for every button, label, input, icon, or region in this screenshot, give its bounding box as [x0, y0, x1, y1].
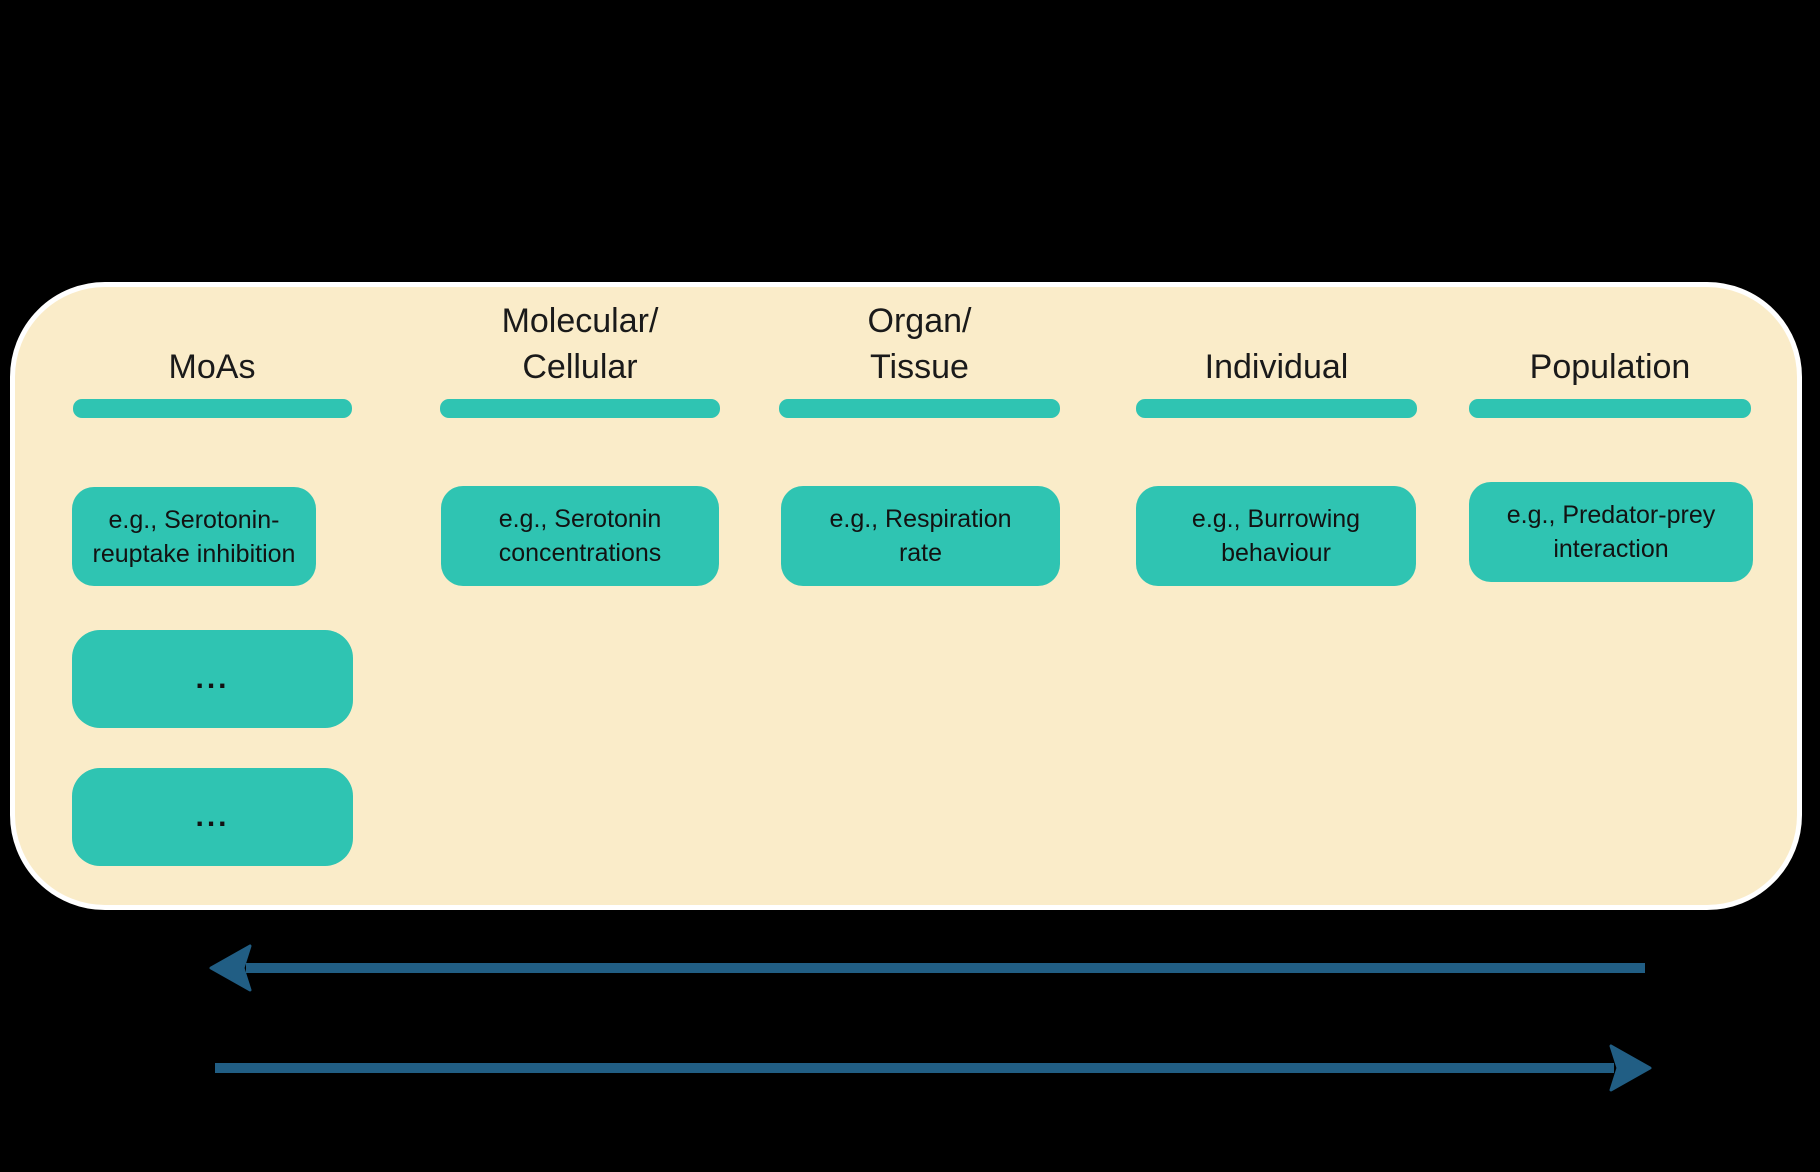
- ellipsis-text: ...: [195, 800, 230, 833]
- header-line: MoAs: [168, 348, 256, 386]
- header-underline-bar: [1469, 399, 1751, 418]
- placeholder-box-ellipsis: ...: [72, 630, 353, 728]
- header-underline-bar: [1136, 399, 1417, 418]
- example-text-line: interaction: [1553, 535, 1669, 563]
- example-text-line: e.g., Respiration: [829, 505, 1012, 533]
- header-line: Molecular/: [501, 302, 659, 340]
- column-header-population: Population: [1469, 296, 1751, 390]
- column-header-individual: Individual: [1136, 296, 1417, 390]
- header-line: Cellular: [522, 348, 638, 386]
- arrow-left-icon: [209, 944, 1645, 992]
- example-text-line: e.g., Serotonin-: [108, 505, 280, 534]
- header-line: Tissue: [870, 348, 969, 386]
- example-box-population: e.g., Predator-prey interaction: [1469, 482, 1753, 582]
- column-header-organ-tissue: Organ/ Tissue: [779, 296, 1060, 390]
- header-line: Population: [1529, 348, 1691, 386]
- example-text-line: e.g., Predator-prey: [1506, 501, 1716, 529]
- column-header-moas: MoAs: [72, 296, 352, 390]
- example-text-line: concentrations: [498, 539, 662, 567]
- example-box-molecular: e.g., Serotonin concentrations: [441, 486, 719, 586]
- example-text-line: rate: [898, 539, 943, 567]
- header-underline-bar: [779, 399, 1060, 418]
- example-box-organ: e.g., Respiration rate: [781, 486, 1060, 586]
- example-text-line: e.g., Serotonin: [498, 505, 662, 533]
- placeholder-box-ellipsis: ...: [72, 768, 353, 866]
- arrow-right-icon: [215, 1044, 1652, 1092]
- column-header-molecular-cellular: Molecular/ Cellular: [440, 296, 720, 390]
- example-box-individual: e.g., Burrowing behaviour: [1136, 486, 1416, 586]
- example-text-line: e.g., Burrowing: [1191, 505, 1361, 533]
- header-line: Individual: [1204, 348, 1349, 386]
- header-underline-bar: [73, 399, 352, 418]
- header-line: Organ/: [867, 302, 972, 340]
- ellipsis-text: ...: [195, 662, 230, 695]
- example-box-moas: e.g., Serotonin- reuptake inhibition: [72, 487, 316, 586]
- header-underline-bar: [440, 399, 720, 418]
- example-text-line: behaviour: [1221, 539, 1331, 567]
- example-text-line: reuptake inhibition: [92, 539, 296, 568]
